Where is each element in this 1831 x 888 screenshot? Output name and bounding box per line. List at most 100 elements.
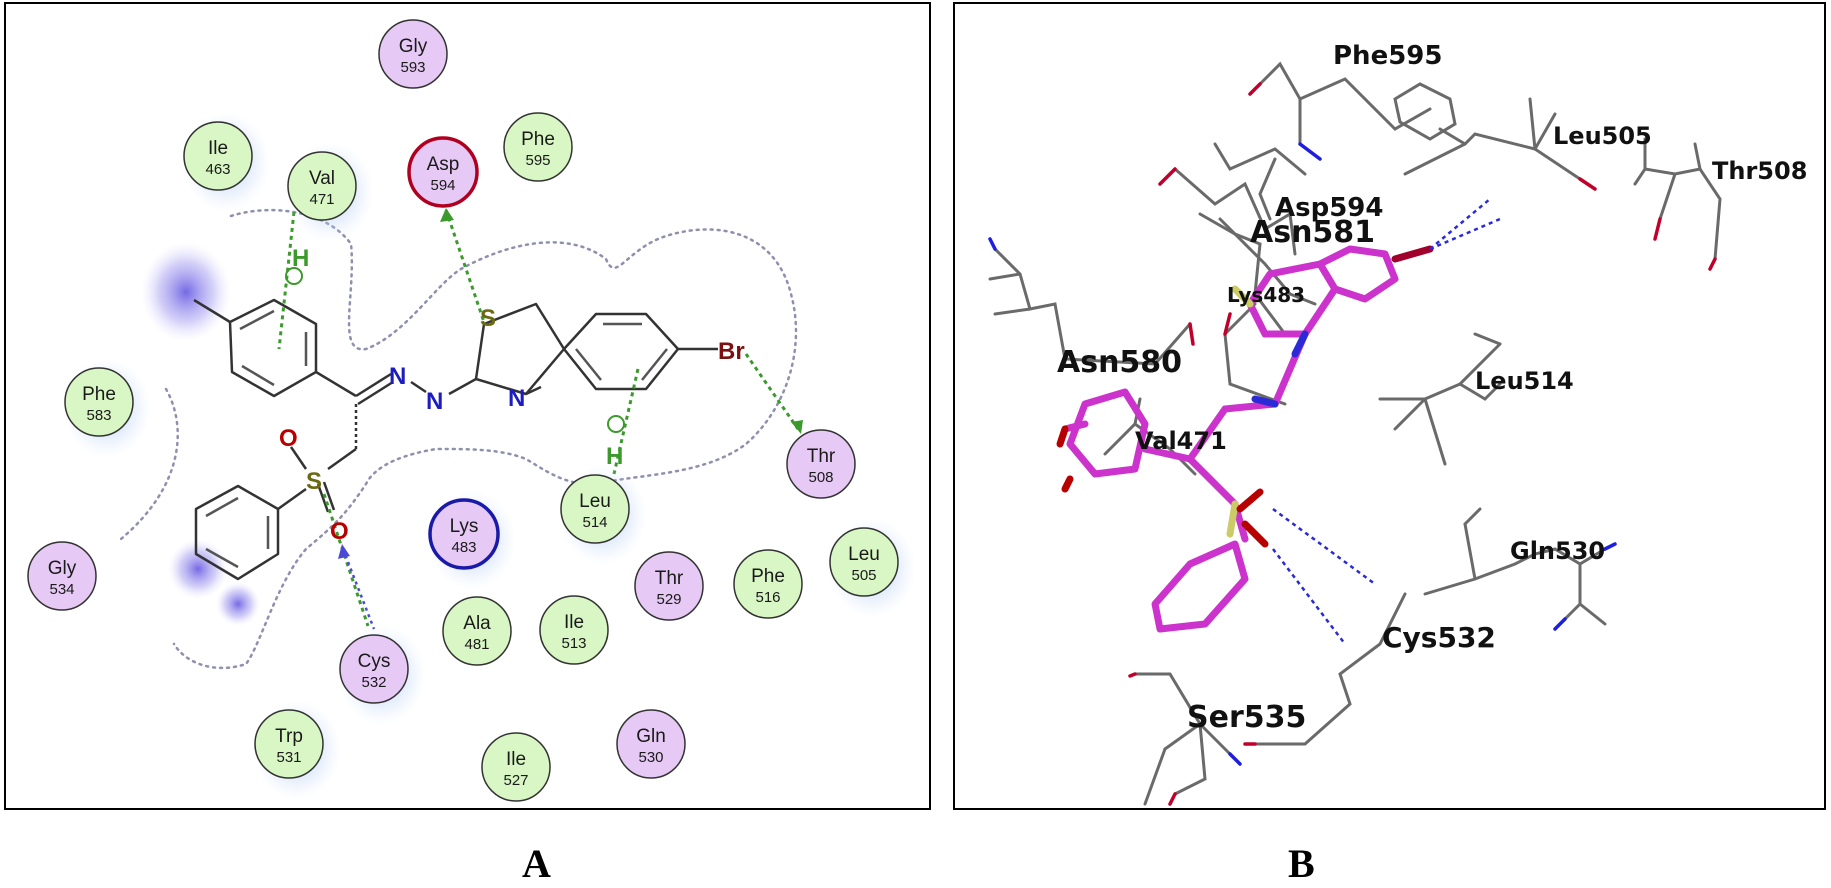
residue-circle xyxy=(183,121,253,191)
hbond-asp594 xyxy=(444,209,486,323)
residue-name: Gln xyxy=(636,726,666,747)
residue-node-trp531: Trp 531 xyxy=(253,700,341,800)
residue-name: Trp xyxy=(275,726,303,747)
residue-number: 481 xyxy=(464,636,489,653)
residue-number: 594 xyxy=(430,177,455,194)
residue-number: 593 xyxy=(400,59,425,76)
residue-name: Asp xyxy=(427,154,460,175)
residue-circle xyxy=(428,498,500,570)
residue-circle xyxy=(539,595,609,665)
residue-name: Gly xyxy=(399,36,428,57)
residue-node-phe583: Phe 583 xyxy=(63,358,151,458)
pi-ring-icon xyxy=(607,415,625,433)
residue-node-gly593: Gly 593 xyxy=(378,19,448,89)
residue-labels: Phe595Leu505Thr508Asp594Asn581Lys483Asn5… xyxy=(1057,41,1807,735)
residue-label-cys532: Cys532 xyxy=(1382,621,1496,654)
panel-b-svg: Phe595Leu505Thr508Asp594Asn581Lys483Asn5… xyxy=(988,41,1807,806)
hbond-cys532-green xyxy=(322,493,370,627)
residue-node-val471: Val 471 xyxy=(286,142,374,242)
residue-name: Ile xyxy=(506,749,526,770)
residue-number: 532 xyxy=(361,674,386,691)
atom-label-n2: N xyxy=(426,388,443,415)
residue-label-leu505: Leu505 xyxy=(1553,122,1652,150)
residue-label-val471: Val471 xyxy=(1135,427,1227,455)
hbond-cys532-blue xyxy=(341,548,376,630)
atom-label-br: Br xyxy=(718,338,745,365)
residue-circle xyxy=(829,527,899,597)
protein-residue-sticks xyxy=(988,61,1722,806)
residue-name: Cys xyxy=(358,651,391,672)
residue-label-asn580: Asn580 xyxy=(1057,345,1182,380)
residue-label-gln530: Gln530 xyxy=(1510,537,1605,565)
atom-label-n-ring: N xyxy=(508,385,525,412)
residue-name: Phe xyxy=(82,384,116,405)
residue-node-phe595: Phe595 xyxy=(503,112,573,182)
residue-number: 505 xyxy=(851,567,876,584)
atom-label-s-ring: S xyxy=(480,305,496,332)
residue-circle xyxy=(786,429,856,499)
residue-number: 463 xyxy=(205,161,230,178)
residue-name: Phe xyxy=(751,566,785,587)
residue-name: Thr xyxy=(807,446,836,467)
residue-circle xyxy=(339,634,409,704)
solvent-halo xyxy=(141,242,231,342)
residue-label-asp594: Asp594 xyxy=(1275,193,1383,223)
residue-number: 514 xyxy=(582,514,607,531)
residue-number: 471 xyxy=(309,191,334,208)
residue-name: Leu xyxy=(848,544,880,565)
atom-label-n1: N xyxy=(389,363,406,390)
arrow-head xyxy=(338,544,350,559)
residue-number: 583 xyxy=(86,407,111,424)
atom-label-h2: H xyxy=(606,443,623,470)
atom-label-o1: O xyxy=(279,425,298,452)
residue-name: Val xyxy=(309,168,335,189)
arrow-head xyxy=(440,208,454,222)
residue-circle xyxy=(442,596,512,666)
residue-circle xyxy=(634,551,704,621)
residue-number: 508 xyxy=(808,469,833,486)
residue-circle xyxy=(503,112,573,182)
residue-name: Thr xyxy=(655,568,684,589)
atom-label-s-sulfonyl: S xyxy=(306,468,322,495)
residue-node-ile463: Ile 463 xyxy=(182,112,270,212)
residue-circle xyxy=(27,541,97,611)
residue-number: 513 xyxy=(561,635,586,652)
residue-name: Gly xyxy=(48,558,77,579)
residue-node-cys532: Cys 532 xyxy=(338,625,426,725)
residue-label-thr508: Thr508 xyxy=(1712,157,1807,185)
arrow-head xyxy=(791,420,803,434)
residue-node-phe516: Phe 516 xyxy=(733,549,803,619)
pi-h-interaction-leu514 xyxy=(612,368,640,475)
residue-node-asp594: Asp 594 xyxy=(407,136,479,208)
residue-label-asn581: Asn581 xyxy=(1250,215,1375,250)
atom-label-o2: O xyxy=(330,518,349,545)
caption-a: A xyxy=(522,841,551,886)
residue-circle xyxy=(481,732,551,802)
pi-h-interaction-val471 xyxy=(277,211,296,350)
residue-number: 483 xyxy=(451,539,476,556)
residue-number: 530 xyxy=(638,749,663,766)
atom-color-tips xyxy=(988,82,1717,806)
residue-node-gln530: Gln 530 xyxy=(616,709,686,779)
residue-name: Leu xyxy=(579,491,611,512)
pocket-contour-left xyxy=(119,387,179,541)
pocket-contour xyxy=(172,208,798,670)
residue-label-lys483: Lys483 xyxy=(1227,283,1305,307)
residue-circle xyxy=(378,19,448,89)
halogen-bond-thr508 xyxy=(744,353,800,430)
residue-number: 516 xyxy=(755,589,780,606)
residue-label-leu514: Leu514 xyxy=(1475,367,1574,395)
residue-node-lys483: Lys483 xyxy=(428,490,516,590)
pi-ring-icon xyxy=(285,267,303,285)
residue-node-thr508: Thr 508 xyxy=(786,429,856,499)
residue-name: Ile xyxy=(208,138,228,159)
residue-number: 531 xyxy=(276,749,301,766)
